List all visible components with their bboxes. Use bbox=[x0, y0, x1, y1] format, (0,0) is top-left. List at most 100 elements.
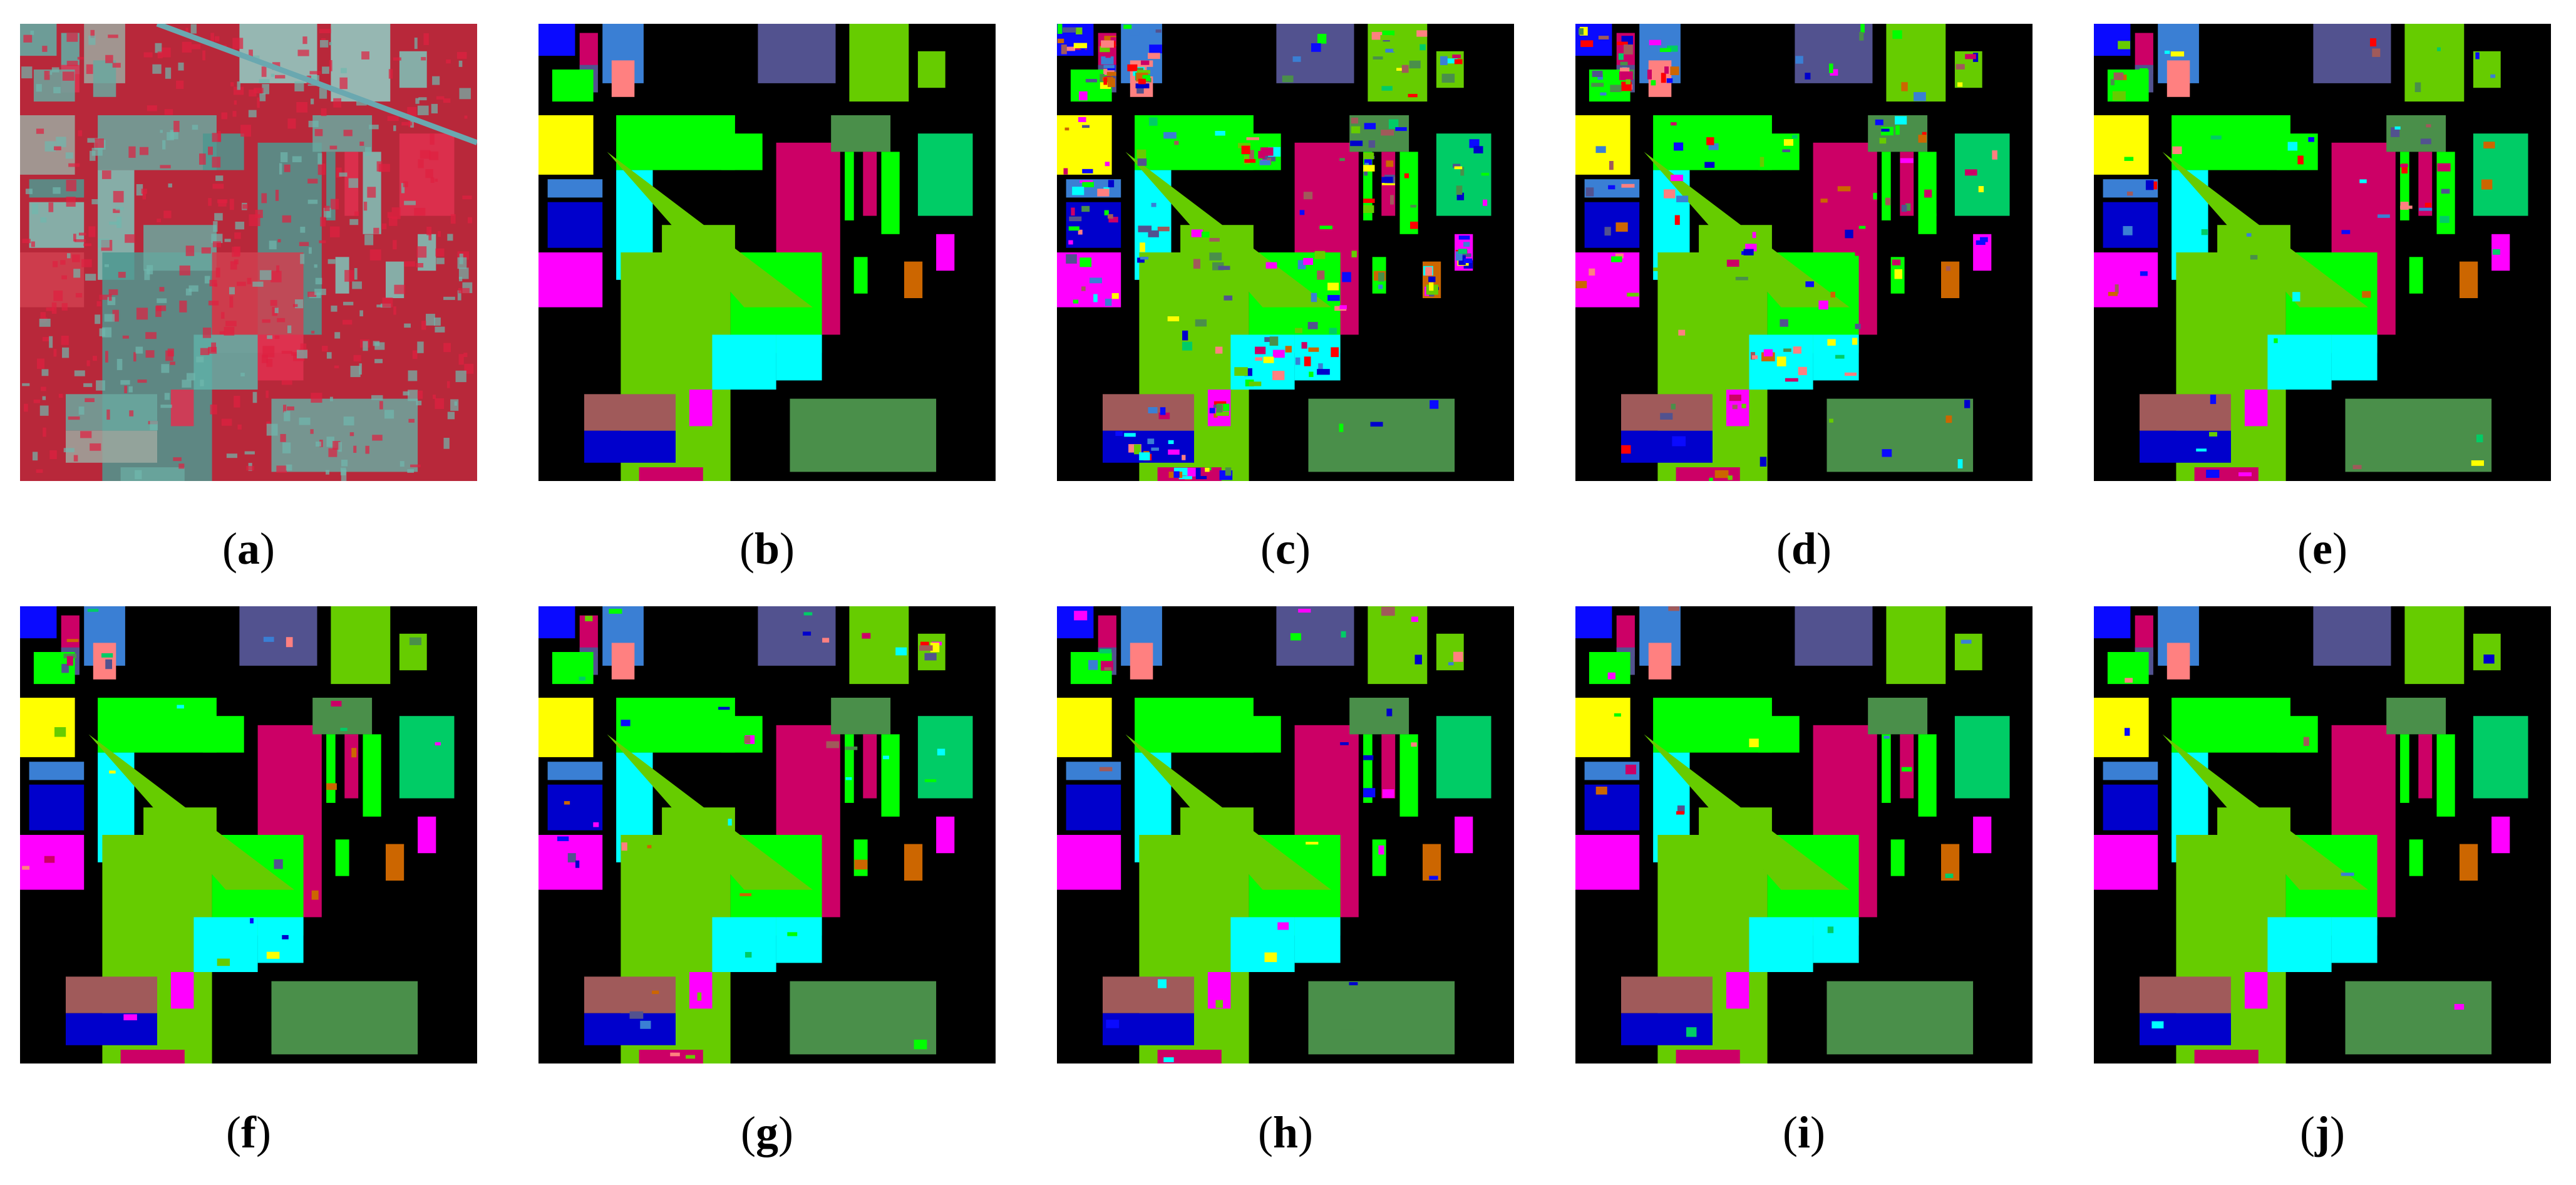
image-texture bbox=[302, 36, 307, 44]
misclassified-pixel bbox=[1225, 467, 1232, 476]
misclassified-pixel bbox=[1349, 982, 1358, 986]
misclassified-pixel bbox=[1195, 467, 1201, 477]
image-texture bbox=[129, 410, 134, 417]
field-region bbox=[239, 606, 317, 666]
panel-b-classification-map bbox=[538, 24, 996, 481]
image-texture bbox=[62, 347, 70, 358]
image-texture bbox=[65, 152, 73, 159]
image-texture bbox=[349, 219, 359, 225]
misclassified-pixel bbox=[1883, 735, 1890, 739]
image-texture bbox=[235, 221, 245, 230]
image-texture bbox=[190, 24, 197, 34]
image-texture bbox=[266, 423, 278, 436]
misclassified-pixel bbox=[2476, 434, 2483, 443]
image-texture bbox=[229, 296, 234, 308]
image-texture bbox=[404, 261, 415, 267]
misclassified-pixel bbox=[1882, 449, 1892, 457]
misclassified-pixel bbox=[1381, 177, 1393, 183]
misclassified-pixel bbox=[1428, 276, 1436, 282]
image-texture bbox=[161, 364, 170, 373]
misclassified-pixel bbox=[274, 859, 283, 869]
image-texture bbox=[128, 386, 133, 393]
image-texture bbox=[41, 386, 46, 391]
misclassified-pixel bbox=[1224, 295, 1233, 301]
misclassified-pixel bbox=[609, 609, 622, 614]
image-texture bbox=[81, 259, 92, 267]
image-texture bbox=[341, 68, 347, 73]
image-texture bbox=[446, 381, 450, 388]
misclassified-pixel bbox=[1218, 266, 1230, 271]
misclassified-pixel bbox=[1363, 152, 1374, 160]
image-texture bbox=[403, 181, 408, 187]
misclassified-pixel bbox=[1205, 467, 1210, 472]
field-region bbox=[2409, 839, 2423, 876]
image-texture bbox=[33, 399, 41, 403]
misclassified-pixel bbox=[1168, 440, 1174, 444]
image-texture bbox=[173, 120, 180, 132]
misclassified-pixel bbox=[1763, 349, 1773, 357]
misclassified-pixel bbox=[1918, 135, 1927, 143]
misclassified-pixel bbox=[2118, 41, 2130, 49]
misclassified-pixel bbox=[1339, 423, 1344, 432]
image-texture bbox=[249, 90, 257, 96]
image-texture bbox=[66, 33, 78, 42]
misclassified-pixel bbox=[1619, 71, 1633, 81]
misclassified-pixel bbox=[1163, 132, 1177, 139]
image-texture bbox=[359, 310, 363, 317]
misclassified-pixel bbox=[2250, 255, 2258, 260]
misclassified-pixel bbox=[1304, 356, 1311, 366]
misclassified-pixel bbox=[1074, 611, 1088, 621]
image-texture bbox=[329, 145, 337, 150]
image-texture bbox=[234, 396, 240, 408]
field-region bbox=[639, 467, 703, 481]
misclassified-pixel bbox=[2210, 135, 2222, 140]
misclassified-pixel bbox=[1082, 168, 1093, 173]
misclassified-pixel bbox=[1414, 655, 1422, 665]
misclassified-pixel bbox=[1255, 346, 1266, 354]
misclassified-pixel bbox=[2372, 48, 2381, 57]
caption-e: (e) bbox=[2297, 524, 2347, 574]
misclassified-pixel bbox=[1924, 189, 1932, 198]
misclassified-pixel bbox=[1081, 286, 1086, 291]
image-texture bbox=[179, 265, 190, 276]
misclassified-pixel bbox=[1726, 259, 1739, 267]
image-texture bbox=[164, 393, 170, 400]
field-region bbox=[1749, 917, 1813, 972]
field-region bbox=[853, 839, 868, 876]
field-region bbox=[1423, 844, 1441, 881]
misclassified-pixel bbox=[1209, 252, 1222, 261]
image-texture bbox=[221, 312, 225, 319]
misclassified-pixel bbox=[1129, 31, 1140, 36]
misclassified-pixel bbox=[1318, 363, 1323, 373]
field-region bbox=[66, 976, 157, 1013]
misclassified-pixel bbox=[1178, 476, 1192, 480]
image-texture bbox=[319, 87, 327, 99]
misclassified-pixel bbox=[1107, 78, 1115, 88]
field-region bbox=[721, 716, 763, 753]
misclassified-pixel bbox=[1610, 85, 1622, 93]
misclassified-pixel bbox=[1317, 369, 1330, 375]
field-region bbox=[203, 716, 244, 753]
field-region bbox=[1066, 784, 1121, 831]
field-region bbox=[1130, 643, 1153, 680]
misclassified-pixel bbox=[2246, 233, 2252, 237]
misclassified-pixel bbox=[2274, 338, 2278, 343]
field-region bbox=[552, 652, 594, 685]
image-texture bbox=[212, 184, 224, 189]
panel-h-classification-map bbox=[1057, 606, 1514, 1063]
misclassified-pixel bbox=[1855, 323, 1861, 329]
caption-g: (g) bbox=[741, 1107, 793, 1157]
image-texture bbox=[99, 294, 109, 300]
misclassified-pixel bbox=[2437, 47, 2441, 51]
misclassified-pixel bbox=[66, 639, 79, 643]
image-texture bbox=[315, 277, 322, 284]
field-region bbox=[20, 698, 75, 757]
misclassified-pixel bbox=[1900, 158, 1914, 163]
image-texture bbox=[277, 318, 286, 323]
misclassified-pixel bbox=[1901, 767, 1912, 772]
misclassified-pixel bbox=[787, 932, 798, 936]
misclassified-pixel bbox=[1445, 58, 1458, 64]
image-texture bbox=[36, 128, 44, 134]
misclassified-pixel bbox=[924, 779, 937, 782]
